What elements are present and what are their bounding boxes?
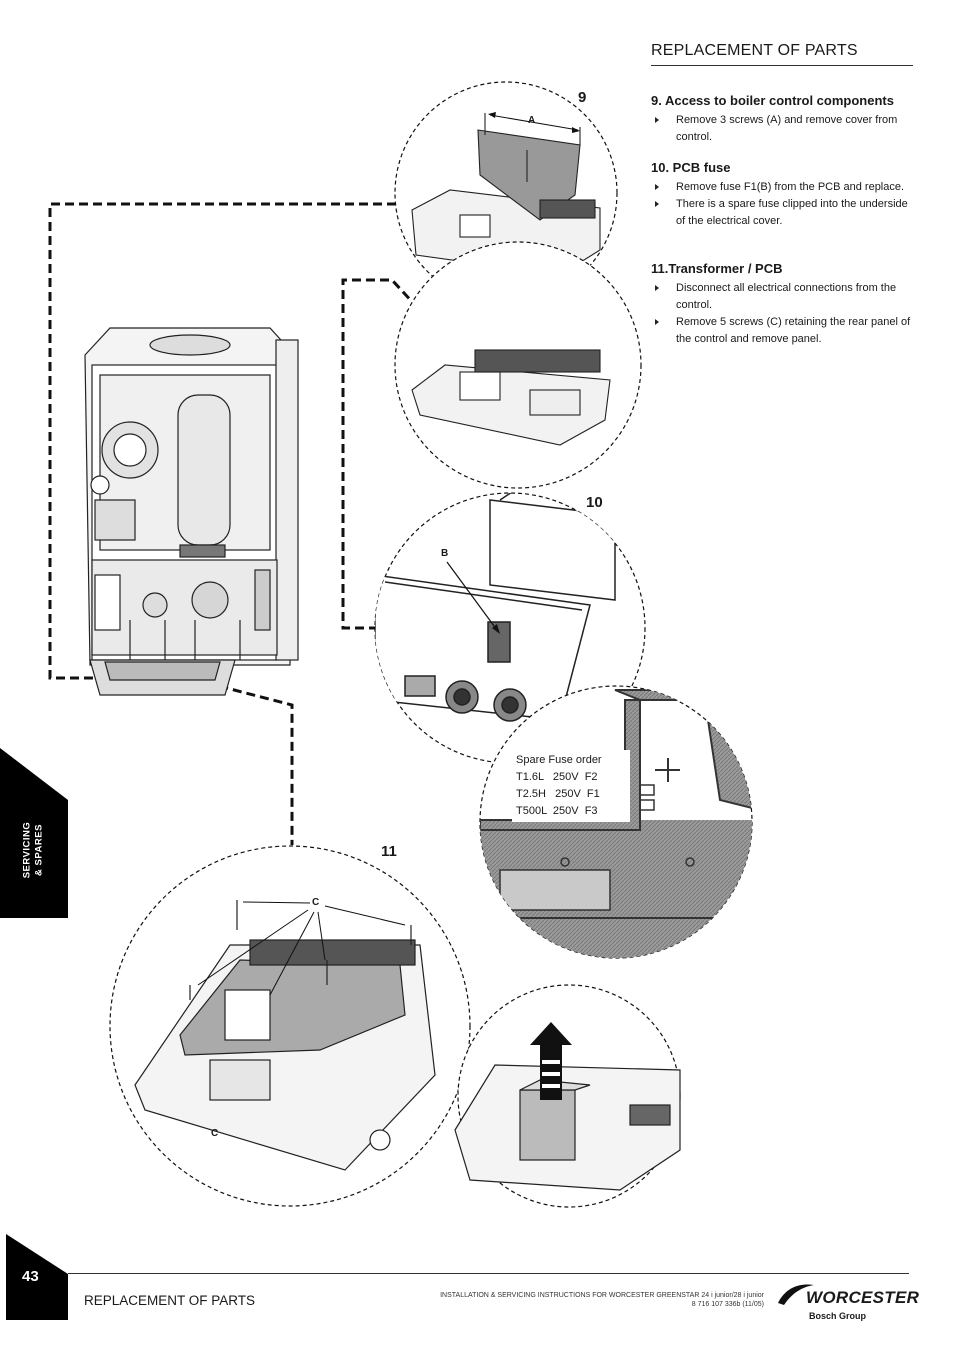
bullet-arrow-icon (655, 285, 659, 291)
worcester-swoosh-icon (778, 1284, 814, 1305)
footer-doc-reference: INSTALLATION & SERVICING INSTRUCTIONS FO… (440, 1292, 764, 1308)
figure-number-10: 10 (586, 494, 603, 511)
figure-10b-circle (479, 685, 753, 959)
spare-fuse-order: Spare Fuse order T1.6L 250V F2 T2.5H 250… (512, 750, 630, 822)
section-heading: 10. PCB fuse (651, 160, 731, 175)
brand-subtitle: Bosch Group (809, 1311, 867, 1321)
bullet-arrow-icon (655, 319, 659, 325)
side-tab-label: SERVICING& SPARES (21, 821, 44, 879)
label-a: A (528, 115, 536, 126)
page-number: 43 (22, 1268, 39, 1285)
section-heading: 11.Transformer / PCB (651, 261, 783, 276)
boiler-drawing (84, 327, 299, 696)
bullet-arrow-icon (655, 117, 659, 123)
leader-fig9 (48, 202, 396, 680)
fuse-row: T2.5H 250V F1 (516, 788, 600, 800)
label-b: B (441, 548, 449, 559)
list-item: There is a spare fuse clipped into the u… (651, 196, 913, 230)
label-c-bottom: C (211, 1128, 219, 1139)
bullet-arrow-icon (655, 201, 659, 207)
list-item: Disconnect all electrical connections fr… (651, 280, 913, 314)
label-c-top: C (312, 897, 320, 908)
figure-11-circle (109, 845, 471, 1207)
leader-fig11 (137, 663, 294, 845)
figure-9b-circle (394, 241, 642, 489)
list-item: Remove 3 screws (A) and remove cover fro… (651, 112, 913, 146)
footer-divider (68, 1273, 909, 1274)
section-heading: 9. Access to boiler control components (651, 93, 894, 108)
figure-number-11: 11 (381, 843, 397, 860)
brand-logo: WORCESTER (806, 1288, 920, 1307)
list-item: Remove fuse F1(B) from the PCB and repla… (651, 179, 913, 196)
section-access-control: 9. Access to boiler control components R… (651, 93, 913, 146)
header-divider (651, 65, 913, 66)
figure-number-9: 9 (578, 89, 587, 106)
fuse-row: T500L 250V F3 (516, 805, 598, 817)
section-pcb-fuse: 10. PCB fuse Remove fuse F1(B) from the … (651, 160, 913, 230)
page-title: REPLACEMENT OF PARTS (651, 42, 858, 59)
bullet-arrow-icon (655, 184, 659, 190)
fuse-row: T1.6L 250V F2 (516, 771, 598, 783)
section-transformer-pcb: 11.Transformer / PCB Disconnect all elec… (651, 261, 913, 348)
figure-11b-circle (454, 984, 681, 1208)
fuse-title: Spare Fuse order (516, 754, 602, 766)
footer-section: REPLACEMENT OF PARTS (84, 1293, 256, 1308)
list-item: Remove 5 screws (C) retaining the rear p… (651, 314, 913, 348)
